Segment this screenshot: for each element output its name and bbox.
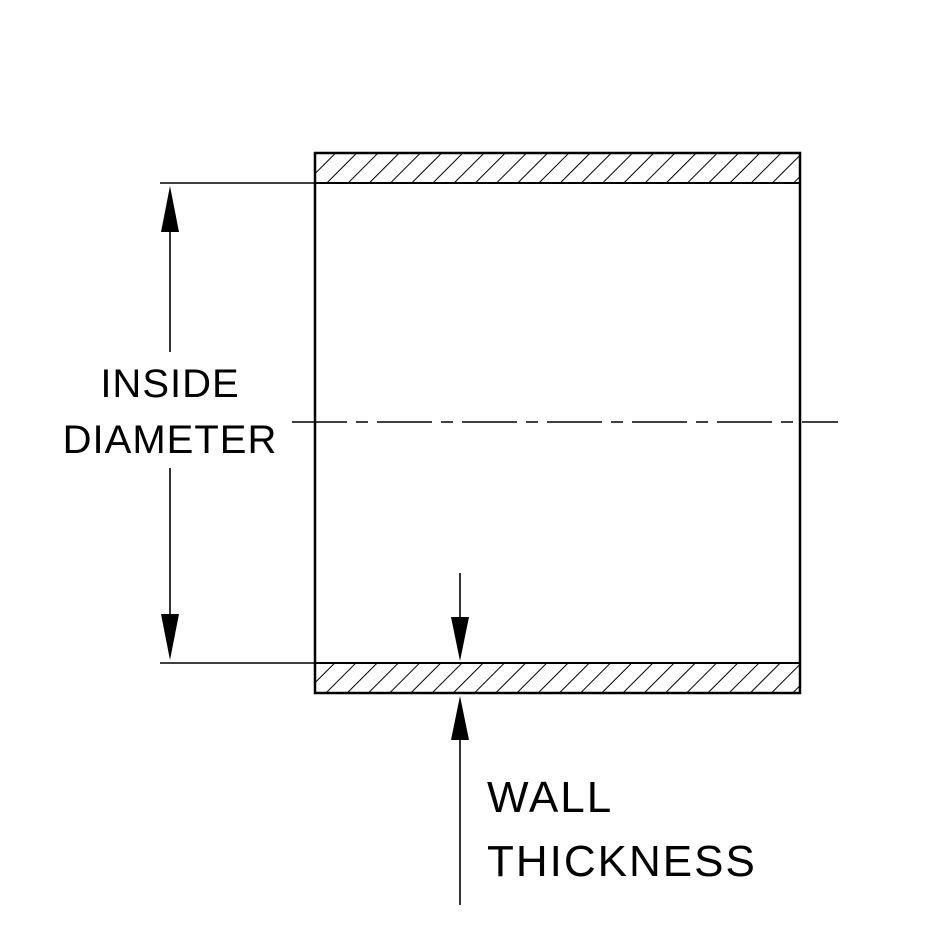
inside-diameter-arrow-down-icon bbox=[161, 614, 179, 660]
top-wall-hatch bbox=[314, 152, 801, 184]
wall-thickness-arrow-down-icon bbox=[451, 617, 469, 661]
wall-thickness-label-line2: THICKNESS bbox=[487, 837, 757, 886]
tube-outline bbox=[313, 151, 802, 695]
wall-thickness-label-line1: WALL bbox=[487, 773, 613, 822]
inside-diameter-label-line1: INSIDE bbox=[100, 362, 239, 406]
wall-thickness-arrow-up-icon bbox=[451, 696, 469, 740]
inside-diameter-label-line2: DIAMETER bbox=[63, 418, 278, 462]
bottom-wall-hatch bbox=[314, 662, 801, 694]
inside-diameter-arrow-up-icon bbox=[161, 186, 179, 232]
